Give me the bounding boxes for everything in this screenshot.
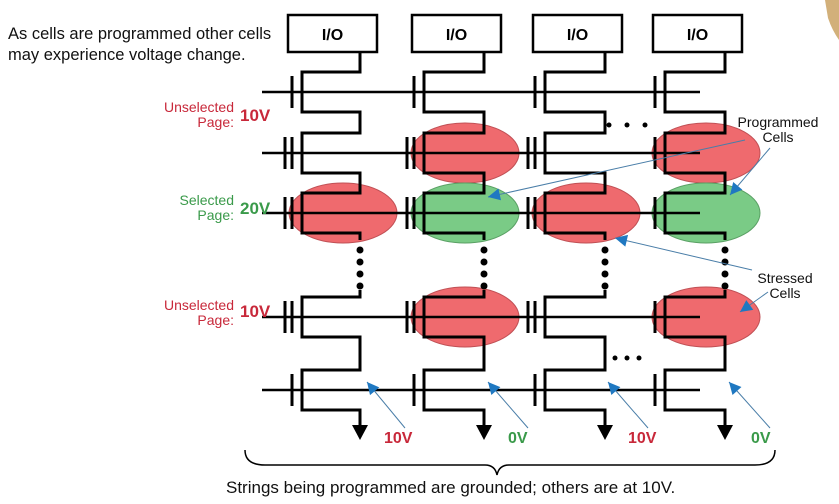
continuation-dot [601, 270, 609, 278]
decorative-corner-shape [825, 0, 839, 40]
io-box [651, 13, 744, 54]
bitline-voltage-4: 0V [751, 430, 771, 447]
io-box [531, 13, 624, 54]
programmed-callout-arrow-leader [487, 139, 746, 198]
stressed-callout-arrow-arrowhead-icon [740, 300, 754, 312]
bitline-voltage-3: 10V [628, 430, 657, 447]
io-box [286, 13, 379, 54]
continuation-dot [601, 258, 609, 266]
bitline-voltage-arrow-arrowhead-icon [488, 382, 501, 395]
bitline-voltage-arrow-arrowhead-icon [367, 382, 380, 396]
programmed-cells-callout: Programmed Cells [728, 115, 828, 145]
continuation-dot [721, 270, 729, 278]
page-label-line1: Unselected [163, 297, 234, 313]
callout-line2: Cells [762, 129, 794, 145]
page-label-selected: Selected Page: 20V [150, 192, 271, 223]
ground-arrow-icon [597, 425, 613, 440]
page-voltage: 20V [240, 199, 271, 218]
transistor-channel [422, 186, 486, 240]
horizontal-ellipsis-dot [612, 355, 618, 361]
page-voltage: 10V [240, 106, 271, 125]
ground-arrow-icon [476, 425, 492, 440]
bitline-voltage-arrow-arrowhead-icon [608, 382, 621, 395]
stressed-cells-callout: Stressed Cells [740, 271, 830, 301]
continuation-dot [721, 282, 729, 290]
continuation-dot [601, 246, 609, 254]
horizontal-ellipsis-dot [642, 122, 648, 128]
io-box-label: I/O [687, 27, 708, 44]
ground-arrow-icon [352, 425, 368, 440]
transistor-channel [543, 186, 607, 240]
continuation-dot [480, 282, 488, 290]
io-box [410, 13, 503, 54]
continuation-dot [480, 258, 488, 266]
curly-brace [244, 449, 776, 476]
caption-text: As cells are programmed other cells may … [8, 25, 272, 64]
footer-text: Strings being programmed are grounded; o… [226, 478, 676, 497]
page-label-line2: Page: [197, 207, 234, 223]
ground-arrow-icon [717, 425, 733, 440]
page-label-line1: Unselected [163, 99, 234, 115]
horizontal-ellipsis-dot [624, 122, 630, 128]
callout-line1: Stressed [757, 270, 813, 286]
programmed-callout-arrow-arrowhead-icon [488, 188, 502, 201]
bitline-voltage-1: 10V [384, 430, 413, 447]
stressed-callout-arrow-arrowhead-icon [615, 234, 629, 247]
continuation-dot [356, 258, 364, 266]
continuation-dot [480, 270, 488, 278]
callout-line2: Cells [769, 285, 801, 301]
horizontal-ellipsis-dot [624, 355, 630, 361]
horizontal-ellipsis-dot [636, 355, 642, 361]
io-box-label: I/O [567, 27, 588, 44]
continuation-dot [721, 246, 729, 254]
horizontal-ellipsis-dot [606, 122, 612, 128]
continuation-dot [356, 282, 364, 290]
page-label-unselected-bottom: Unselected Page: 10V [150, 297, 270, 328]
programmed-callout-arrow-arrowhead-icon [730, 181, 743, 195]
bitline-voltage-arrow-arrowhead-icon [729, 382, 742, 395]
io-box-label: I/O [322, 27, 343, 44]
continuation-dot [601, 282, 609, 290]
continuation-dot [480, 246, 488, 254]
page-label-unselected-top: Unselected Page: 10V [150, 99, 270, 130]
callout-line1: Programmed [737, 114, 819, 130]
continuation-dot [356, 270, 364, 278]
page-voltage: 10V [240, 302, 271, 321]
continuation-dot [356, 246, 364, 254]
page-label-line1: Selected [179, 192, 234, 208]
transistor-channel [663, 186, 727, 240]
page-label-line2: Page: [197, 312, 234, 328]
io-box-label: I/O [446, 27, 467, 44]
stressed-callout-arrow-leader [614, 237, 753, 271]
bitline-voltage-2: 0V [508, 430, 528, 447]
transistor-channel [300, 186, 362, 240]
page-label-line2: Page: [197, 114, 234, 130]
